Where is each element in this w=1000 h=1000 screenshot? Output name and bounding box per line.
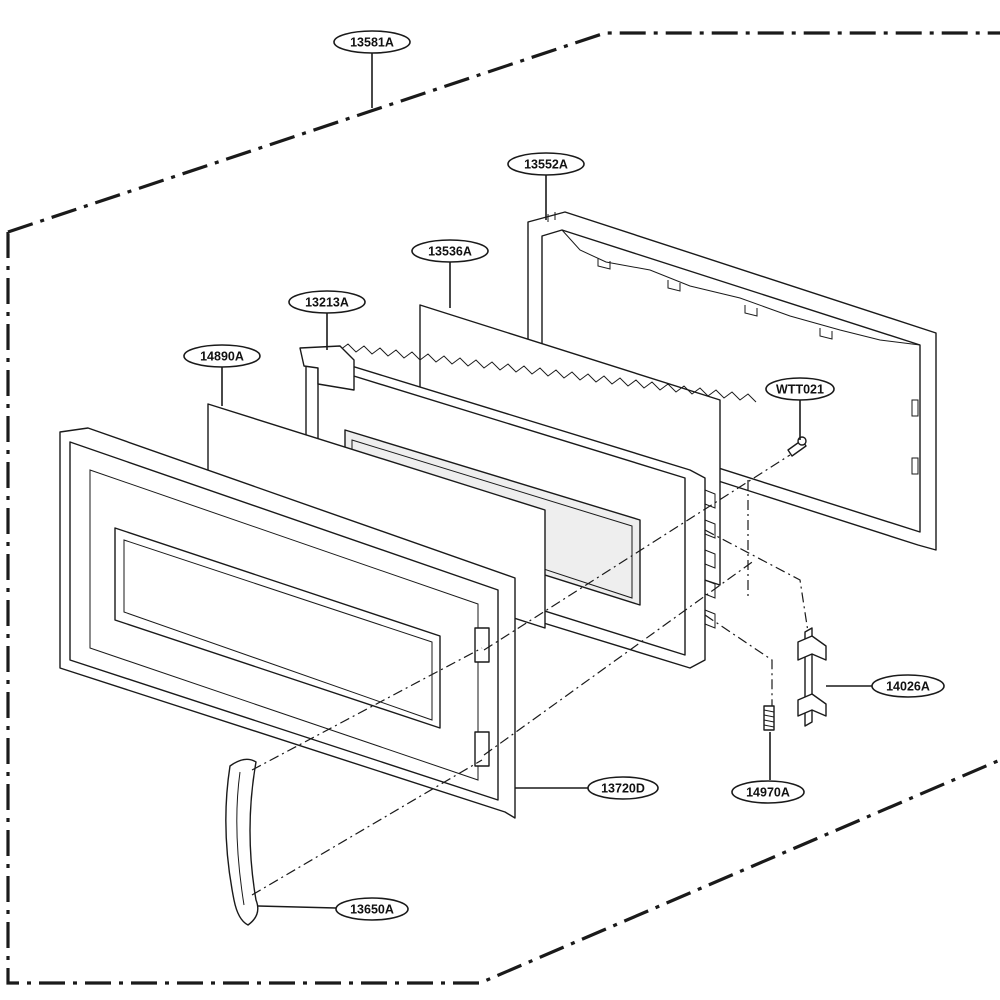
callout-WTT021-text: WTT021 bbox=[776, 383, 824, 397]
callout-13552A: 13552A bbox=[507, 152, 585, 176]
callout-13581A-text: 13581A bbox=[350, 36, 394, 50]
callout-13650A: 13650A bbox=[335, 897, 409, 921]
callout-13213A-text: 13213A bbox=[305, 296, 349, 310]
part-latch-hook bbox=[797, 627, 827, 727]
callout-13581A: 13581A bbox=[333, 30, 411, 54]
part-handle bbox=[225, 758, 259, 926]
callout-13552A-text: 13552A bbox=[524, 158, 568, 172]
callout-14890A: 14890A bbox=[183, 344, 261, 368]
callout-13536A: 13536A bbox=[411, 239, 489, 263]
assembly-boundary bbox=[6, 31, 1000, 985]
callout-14970A: 14970A bbox=[731, 780, 805, 804]
callout-13720D-text: 13720D bbox=[601, 782, 645, 796]
callout-14890A-text: 14890A bbox=[200, 350, 244, 364]
callout-14970A-text: 14970A bbox=[746, 786, 790, 800]
callout-13213A: 13213A bbox=[288, 290, 366, 314]
part-door-front bbox=[59, 427, 516, 819]
callout-14026A-text: 14026A bbox=[886, 680, 930, 694]
leader-lines bbox=[221, 52, 872, 909]
callout-13536A-text: 13536A bbox=[428, 245, 472, 259]
callout-13650A-text: 13650A bbox=[350, 903, 394, 917]
callout-13720D: 13720D bbox=[587, 776, 659, 800]
callout-14026A: 14026A bbox=[871, 674, 945, 698]
callout-WTT021: WTT021 bbox=[765, 377, 835, 401]
assembly-guide-lines bbox=[251, 454, 809, 896]
part-spring bbox=[763, 705, 775, 731]
